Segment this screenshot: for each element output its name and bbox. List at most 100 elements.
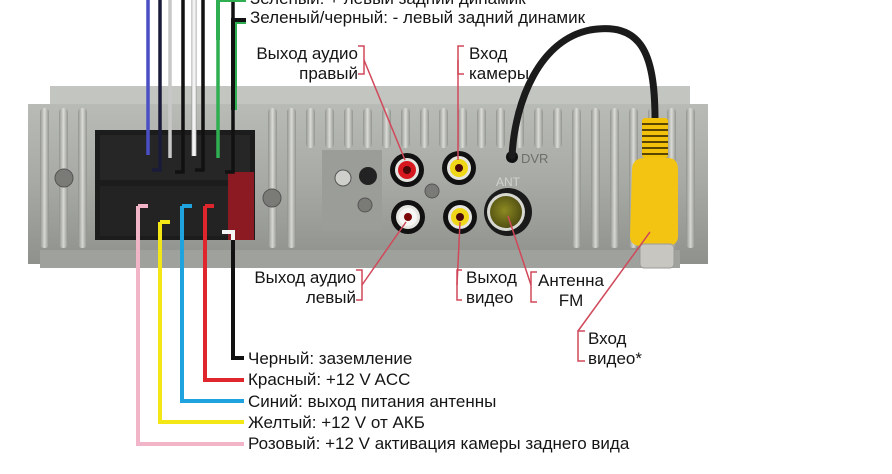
leader-video-out [456,221,461,286]
callout-video-out-line1: Выход [466,268,517,287]
callout-lines [356,45,651,362]
plug-rib [642,123,668,125]
bracket-audio-right [358,45,365,75]
callout-camera-in-line2: камеры [469,64,530,83]
dvr-marking: DVR [521,151,548,166]
rca-audio-right-jack [390,153,424,187]
bracket-video-in [577,330,585,362]
callout-video-in: Вход видео* [588,329,642,369]
label-yellow-wire: Желтый: +12 V от АКБ [248,413,425,432]
plug-rib [642,141,668,143]
heatsink-fin [591,108,600,248]
top-wire-group [146,0,246,174]
callout-camera-in: Вход камеры [469,44,529,84]
rca-video-out-jack [443,200,477,234]
callout-audio-left-line2: левый [305,288,356,307]
green-black-wire-leader [231,18,246,110]
chassis-bottom-rail [40,250,680,268]
black-cable [508,25,659,160]
bracket-audio-left [356,269,363,301]
leader-audio-right [363,59,406,161]
bracket-antenna [530,271,537,303]
heatsink-fin [496,108,505,148]
leader-video-in [577,231,651,332]
black-wire [231,232,244,360]
heatsink-fin [287,108,296,248]
yellow-wire [158,222,244,424]
plug-rib [642,129,668,131]
ant-marking: ANT [496,175,521,189]
heatsink-fin [344,108,353,148]
slot-hole [334,169,352,187]
heatsink-fin [572,108,581,248]
heatsink-fin [268,108,277,248]
rca-block: DVR ANT [322,150,548,236]
bottom-wire-group [136,204,244,446]
heatsink-fin [686,108,695,248]
rca-camera-in-jack [442,151,476,185]
screw [357,197,373,213]
callout-audio-left: Выход аудио левый [238,268,356,308]
heatsink-fin [439,108,448,148]
heatsink-fin [553,108,562,148]
label-green-black-wire: Зеленый/черный: - левый задний динамик [250,8,586,27]
antenna-socket [484,188,532,236]
heatsink-fin [78,108,87,248]
leader-antenna [507,215,532,286]
screw [54,168,74,188]
label-blue-wire: Синий: выход питания антенны [248,392,497,411]
chassis-top-rail [50,86,690,108]
heatsink-fin [306,108,315,148]
callout-antenna: Антенна FM [535,271,607,311]
callout-audio-right-line2: правый [299,64,358,83]
callout-video-in-line2: видео* [588,349,642,368]
heatsink-fin [458,108,467,148]
plug-metal-tip [639,243,675,269]
rca-audio-left-jack [391,200,425,234]
heatsink-fin [40,108,49,248]
heatsink-fin [477,108,486,148]
heatsink-fin [610,108,619,248]
fuse-holder [228,172,254,240]
top-wire [175,0,185,174]
top-wire [195,0,205,172]
callout-camera-in-line1: Вход [469,44,508,63]
leader-audio-left [361,221,407,286]
top-wire [152,0,162,172]
heatsink-fin [401,108,410,148]
connector-bottom-row [100,186,250,236]
heatsink-fin [382,108,391,148]
bracket-camera-in [457,45,464,75]
black-wire-white-stub [222,230,235,240]
yellow-plug-body [630,158,678,246]
pink-wire [136,206,244,446]
green-black-wire-stripe [235,22,246,110]
screw [262,188,282,208]
bracket [322,150,382,230]
callout-video-out-line2: видео [466,288,514,307]
callout-audio-right-line1: Выход аудио [256,44,358,63]
callout-audio-right: Выход аудио правый [238,44,358,84]
heatsink-fin [363,108,372,148]
video-input-cable [508,25,678,269]
label-black-wire: Черный: заземление [248,349,413,368]
label-green-wire: Зеленый: + левый задний динамик [250,0,526,9]
blue-wire [180,206,244,403]
plug-rib [642,147,668,149]
callout-audio-left-line1: Выход аудио [254,268,356,287]
plug-rib [642,153,668,155]
heatsink-fin [420,108,429,148]
heatsink-fin [534,108,543,148]
heatsink-fin [325,108,334,148]
red-wire [203,206,244,382]
callout-antenna-line1: Антенна [537,271,604,290]
callout-video-in-line1: Вход [588,329,627,348]
label-pink-wire: Розовый: +12 V активация камеры заднего … [248,434,630,453]
green-wire-leader [216,0,246,40]
mic-hole [359,167,377,185]
callout-video-out: Выход видео [466,268,517,308]
label-red-wire: Красный: +12 V ACC [248,370,411,389]
callout-antenna-line2: FM [558,291,584,310]
screw [424,183,440,199]
